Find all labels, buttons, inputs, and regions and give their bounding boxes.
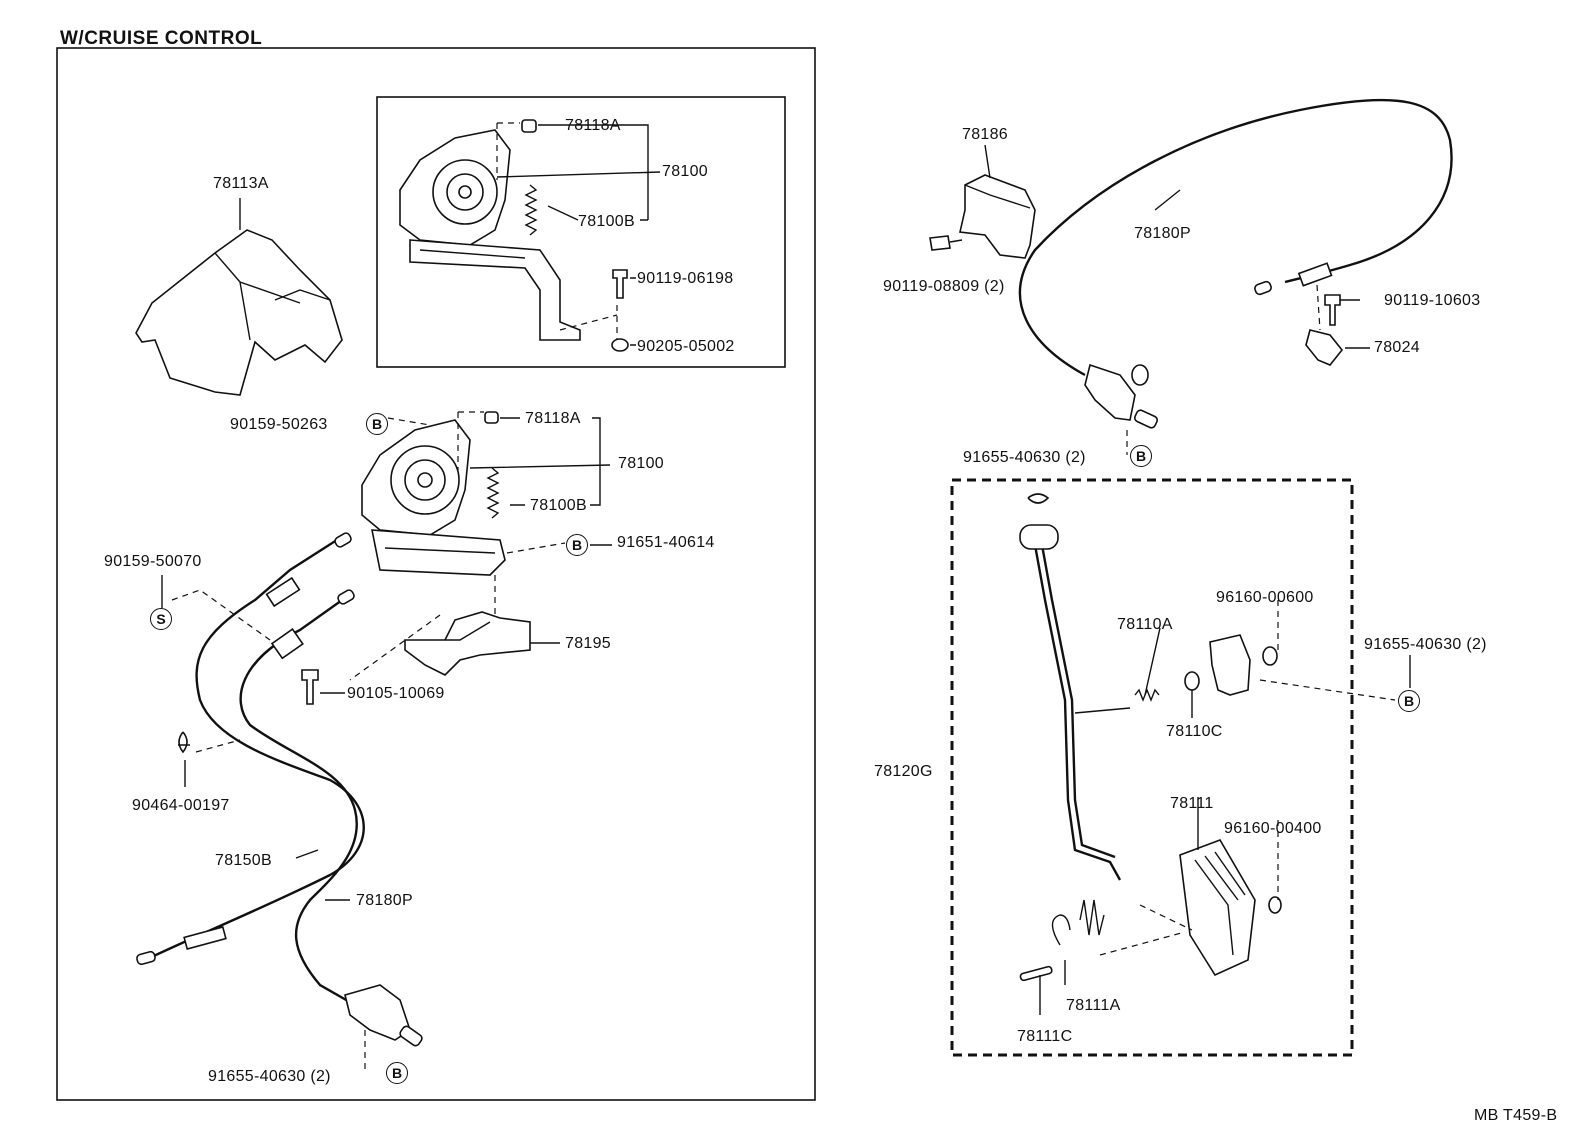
label-78120G: 78120G [874, 763, 933, 780]
left-cable-dash [171, 589, 366, 1070]
label-78180P-left: 78180P [356, 892, 413, 909]
right-cable-dash [1126, 284, 1321, 455]
label-78180P-right: 78180P [1134, 225, 1191, 242]
label-78113A: 78113A [213, 175, 269, 192]
label-90464-00197: 90464-00197 [132, 797, 230, 814]
bracket-78186-part [929, 174, 1036, 259]
label-90205-05002: 90205-05002 [637, 338, 735, 355]
label-78195: 78195 [565, 635, 611, 652]
left-panel-frame [56, 47, 816, 1101]
label-90119-08809: 90119-08809 (2) [883, 278, 1005, 295]
inset-frame [376, 96, 786, 368]
label-78100-top: 78100 [662, 163, 708, 180]
bracket-78195-part [404, 611, 531, 676]
leader-78186 [984, 144, 991, 179]
label-78111: 78111 [1170, 795, 1214, 812]
label-91655-40630-rmid: 91655-40630 (2) [1364, 636, 1487, 653]
label-96160-00600: 96160-00600 [1216, 589, 1314, 606]
pedal-leaders [1039, 627, 1411, 1015]
marker-b-left-bottom: B [386, 1062, 408, 1084]
label-96160-00400: 96160-00400 [1224, 820, 1322, 837]
label-91651-40614: 91651-40614 [617, 534, 715, 551]
diagram-title: W/CRUISE CONTROL [60, 28, 263, 49]
actuator-inset-part [399, 119, 629, 352]
label-78110C: 78110C [1166, 723, 1223, 740]
right-cable-part [1018, 98, 1453, 429]
label-78100B-mid: 78100B [530, 497, 587, 514]
label-78186: 78186 [962, 126, 1008, 143]
inset-leaders [496, 124, 661, 346]
right-cable-leaders [1154, 189, 1370, 349]
label-78100-mid: 78100 [618, 455, 664, 472]
label-90159-50070: 90159-50070 [104, 553, 202, 570]
bracket-dash [349, 575, 496, 681]
label-78118A-top: 78118A [565, 117, 621, 134]
label-78100B-top: 78100B [578, 213, 635, 230]
pedal-assembly-frame [950, 478, 1354, 1057]
marker-b-90159-50263: B [366, 413, 388, 435]
mid-dash-lines [387, 411, 566, 554]
diagram-code: MB T459-B [1474, 1107, 1558, 1124]
pedal-dash-lines [1099, 600, 1396, 956]
bolt-90105-part [301, 669, 319, 705]
actuator-mid-part [361, 411, 506, 576]
label-78150B: 78150B [215, 852, 272, 869]
label-91655-40630-rtop: 91655-40630 (2) [963, 449, 1086, 466]
label-78111C: 78111C [1017, 1028, 1073, 1045]
label-78110A: 78110A [1117, 616, 1173, 633]
pedal-assembly-part [1019, 493, 1282, 982]
cover-78113A-part [135, 229, 343, 396]
label-90119-06198: 90119-06198 [637, 270, 734, 287]
label-90119-10603: 90119-10603 [1384, 292, 1481, 309]
marker-b-rmid: B [1398, 690, 1420, 712]
left-cable-leaders [161, 575, 350, 901]
label-90159-50263: 90159-50263 [230, 416, 328, 433]
inset-dash-lines [496, 122, 618, 340]
left-cables-part [136, 532, 423, 1047]
mid-leaders [469, 417, 612, 546]
label-78111A: 78111A [1066, 997, 1121, 1014]
label-78024: 78024 [1374, 339, 1420, 356]
label-91655-40630-left: 91655-40630 (2) [208, 1068, 331, 1085]
label-78118A-mid: 78118A [525, 410, 581, 427]
marker-b-rtop: B [1130, 445, 1152, 467]
marker-s: S [150, 608, 172, 630]
marker-b-91651-40614: B [566, 534, 588, 556]
label-90105-10069: 90105-10069 [347, 685, 445, 702]
